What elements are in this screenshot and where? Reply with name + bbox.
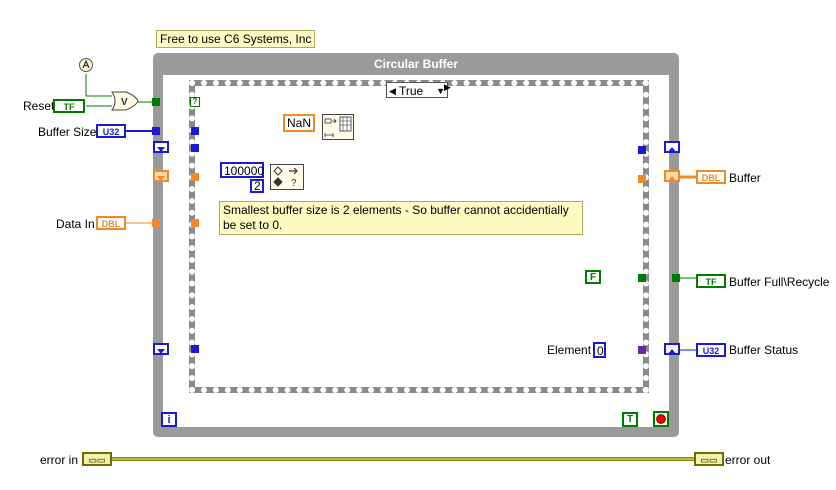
buffer-out-tunnel-case xyxy=(638,175,646,183)
initialize-array-icon xyxy=(324,116,352,137)
full-out-tunnel-case xyxy=(638,274,646,282)
case-selector-terminal: ? xyxy=(190,97,200,107)
data-in-label: Data In xyxy=(56,217,95,231)
loop-title: Circular Buffer xyxy=(373,57,459,71)
error-out-label: error out xyxy=(725,453,771,467)
sr-size-tunnel-case xyxy=(191,144,199,152)
shift-register-left-buffer[interactable] xyxy=(153,170,169,182)
reset-label: Reset xyxy=(23,99,55,113)
or-gate-icon: V xyxy=(111,91,139,111)
size-tunnel-case xyxy=(191,127,199,135)
case-dropdown-icon[interactable]: ▼ xyxy=(436,86,445,96)
sr-down-arrow-icon xyxy=(157,147,165,152)
svg-text:V: V xyxy=(121,97,128,108)
false-constant[interactable]: F xyxy=(585,270,601,284)
sr-down-arrow-icon xyxy=(157,349,165,354)
reset-tunnel-loop xyxy=(152,98,160,106)
data-in-terminal[interactable]: DBL xyxy=(96,216,126,230)
element-label: Element xyxy=(547,343,592,357)
in-range-coerce-node: ? xyxy=(270,164,304,190)
initialize-array-node xyxy=(322,114,354,140)
shift-register-right-status[interactable] xyxy=(664,343,680,355)
min-size-constant[interactable]: 2 xyxy=(250,179,264,193)
shift-register-right-size[interactable] xyxy=(664,141,680,153)
size-out-tunnel-case xyxy=(638,146,646,154)
error-out-terminal[interactable]: ▭▭ xyxy=(694,452,724,466)
in-range-coerce-icon: ? xyxy=(273,166,298,189)
sr-up-arrow-icon xyxy=(668,147,676,152)
buffer-status-terminal[interactable]: U32 xyxy=(696,343,726,357)
shift-register-left-status[interactable] xyxy=(153,343,169,355)
buffer-size-terminal[interactable]: U32 xyxy=(96,124,126,138)
sr-status-tunnel-case xyxy=(191,345,199,353)
shift-register-left-size[interactable] xyxy=(153,141,169,153)
iteration-terminal: i xyxy=(161,412,177,427)
data-tunnel-case xyxy=(191,219,199,227)
sr-up-arrow-icon xyxy=(668,349,676,354)
sr-buffer-tunnel-case xyxy=(191,173,199,181)
error-in-label: error in xyxy=(40,453,79,467)
buffer-full-label: Buffer Full\Recycle xyxy=(729,275,830,289)
sr-up-arrow-icon xyxy=(668,176,676,181)
next-case-icon[interactable]: ▶ xyxy=(444,82,451,92)
buffer-label: Buffer xyxy=(729,171,761,185)
case-selector[interactable]: ◀ True ▼ xyxy=(386,82,448,98)
copyright-note: Free to use C6 Systems, Inc xyxy=(156,30,316,48)
svg-text:?: ? xyxy=(291,178,297,189)
full-out-tunnel-loop xyxy=(672,274,680,282)
size-tunnel-loop xyxy=(152,127,160,135)
max-size-constant[interactable]: 100000 xyxy=(220,162,264,178)
stop-icon xyxy=(656,414,666,424)
data-tunnel-loop xyxy=(152,219,160,227)
buffer-size-note: Smallest buffer size is 2 elements - So … xyxy=(219,201,583,235)
error-in-terminal[interactable]: ▭▭ xyxy=(82,452,112,466)
buffer-status-label: Buffer Status xyxy=(729,343,799,357)
buffer-size-label: Buffer Size xyxy=(38,125,97,139)
stop-condition-terminal[interactable] xyxy=(653,411,669,427)
status-out-tunnel-case xyxy=(638,346,646,354)
sr-down-arrow-icon xyxy=(157,176,165,181)
case-selector-label: True xyxy=(399,84,424,98)
first-call-icon xyxy=(79,58,93,72)
shift-register-right-buffer[interactable] xyxy=(664,170,680,182)
element-constant[interactable]: 0 xyxy=(593,342,606,358)
nan-constant[interactable]: NaN xyxy=(283,114,315,132)
buffer-full-terminal[interactable]: TF xyxy=(696,274,726,288)
prev-case-icon[interactable]: ◀ xyxy=(389,86,396,96)
true-constant[interactable]: T xyxy=(622,412,638,427)
buffer-terminal[interactable]: DBL xyxy=(696,170,726,184)
reset-terminal[interactable]: TF xyxy=(53,99,85,113)
